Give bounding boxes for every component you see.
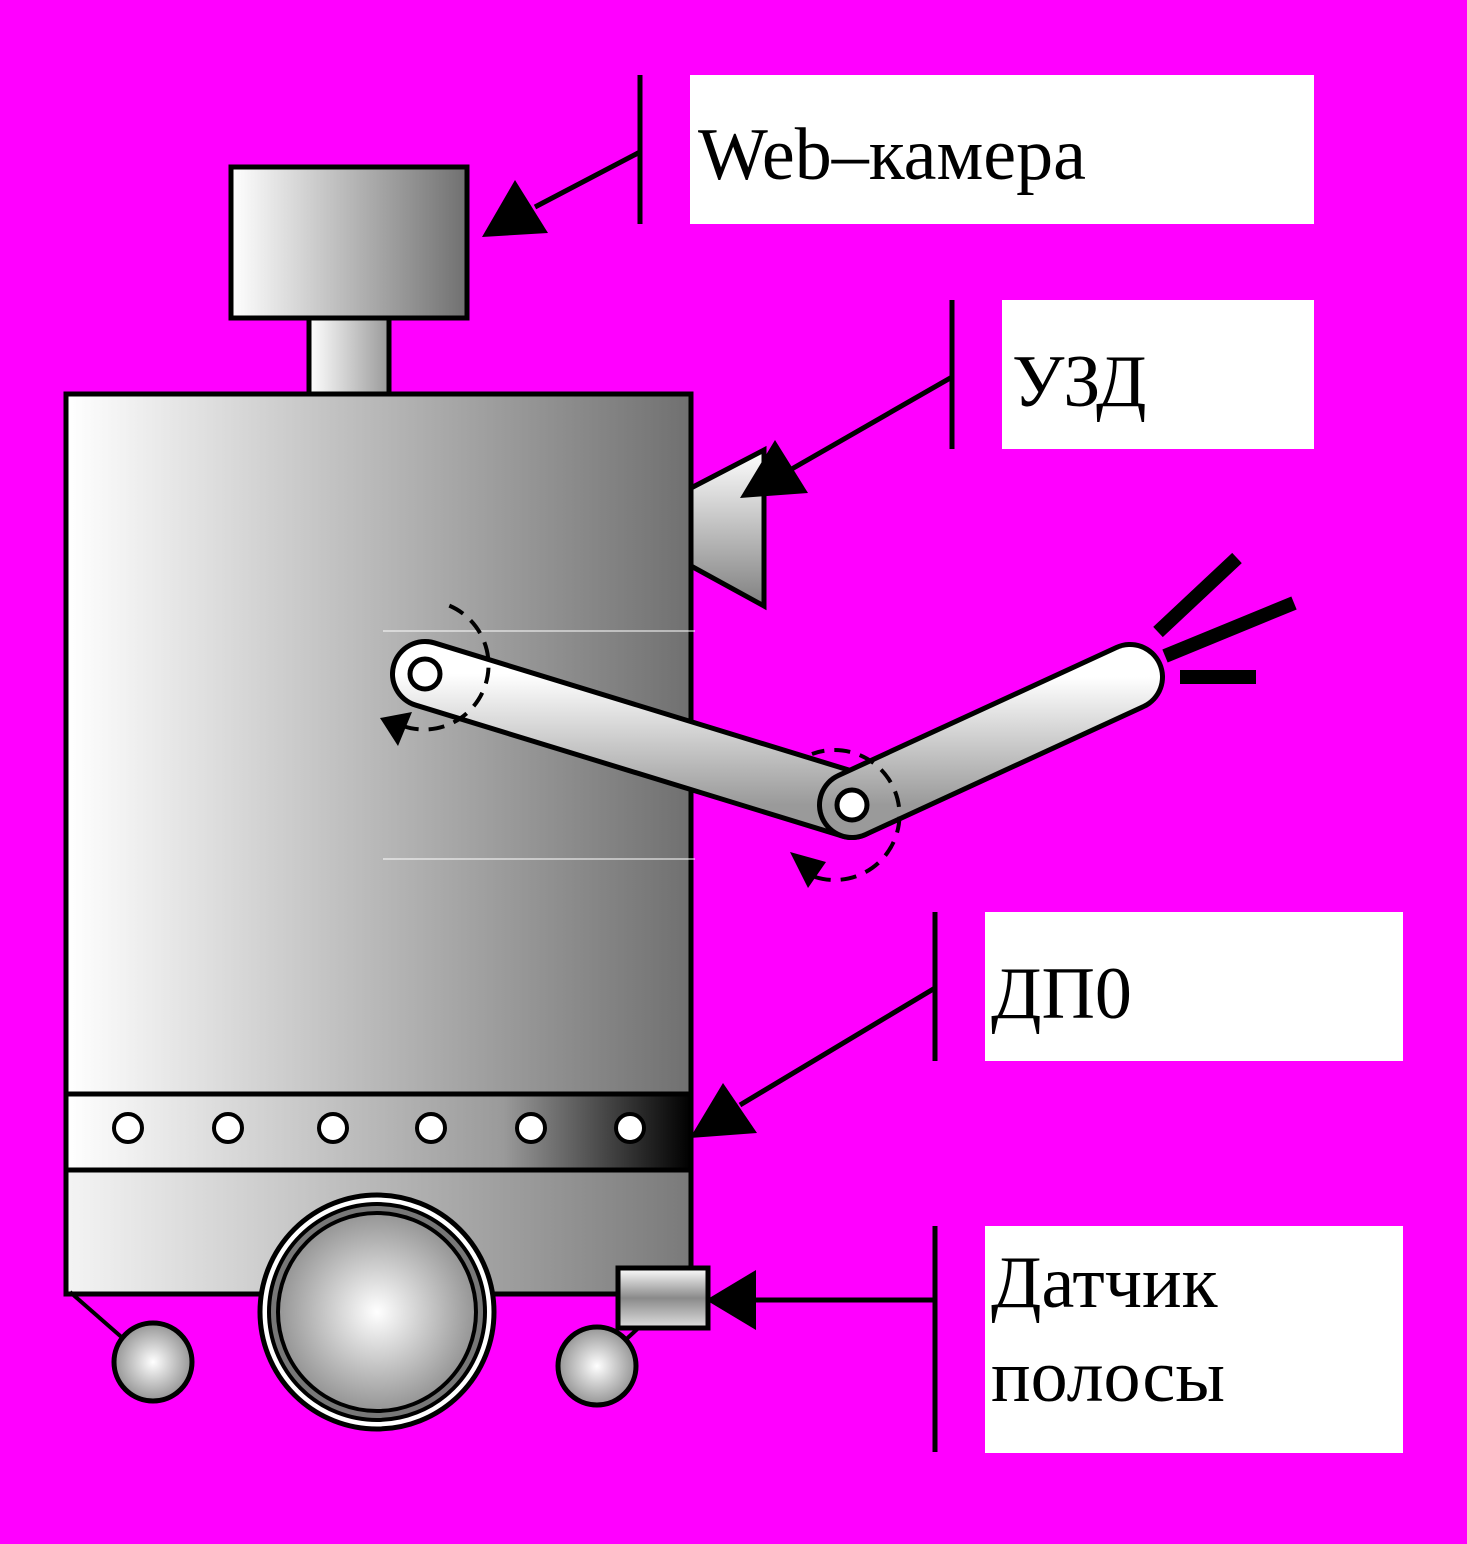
webcam-neck: [306, 315, 392, 397]
webcam-label-text: Web–камера: [698, 114, 1086, 196]
proximity-callout-leader: [738, 985, 937, 1108]
proximity-sensor-hole: [317, 1112, 349, 1144]
elbow-rotation-arrowhead: [790, 852, 826, 888]
elbow-rotation-indicator: [811, 748, 902, 882]
ultrasonic-callout-arrowhead: [740, 440, 808, 498]
shoulder-joint: [407, 656, 443, 692]
elbow-joint: [834, 787, 870, 823]
line-sensor-callout-arrowhead: [706, 1270, 756, 1330]
ultrasonic-sensor: [688, 445, 767, 611]
proximity-callout-arrowhead: [690, 1083, 757, 1138]
line-sensor-label: Датчик полосы: [985, 1226, 1403, 1453]
drive-wheel: [276, 1211, 478, 1413]
ultrasonic-label: УЗД: [1002, 300, 1314, 449]
proximity-sensor-hole: [112, 1112, 144, 1144]
proximity-sensor-hole: [415, 1112, 447, 1144]
line-sensor: [615, 1265, 711, 1331]
webcam: [228, 164, 470, 321]
arm-forearm: [822, 647, 1160, 835]
proximity-label: ДП0: [985, 912, 1403, 1061]
shoulder-rotation-arrowhead: [380, 712, 412, 746]
line-sensor-label-line2: полосы: [991, 1336, 1225, 1418]
gripper-action-mark: [1153, 552, 1242, 638]
webcam-label: Web–камера: [690, 75, 1314, 224]
shoulder-rotation-indicator: [402, 602, 491, 732]
proximity-label-text: ДП0: [991, 953, 1132, 1035]
proximity-sensor-hole: [212, 1112, 244, 1144]
proximity-sensor-band: [63, 1091, 694, 1173]
line-sensor-label-line1: Датчик: [991, 1242, 1218, 1324]
proximity-sensor-hole: [515, 1112, 547, 1144]
arm-upper: [395, 644, 882, 835]
ultrasonic-callout-leader: [788, 374, 954, 473]
webcam-callout-leader: [533, 149, 642, 210]
proximity-sensor-hole: [614, 1112, 646, 1144]
ultrasonic-label-text: УЗД: [1012, 341, 1147, 423]
gripper-action-mark: [1162, 596, 1297, 663]
webcam-callout-arrowhead: [482, 180, 548, 237]
caster-wheel: [555, 1324, 639, 1408]
caster-wheel: [111, 1320, 195, 1404]
